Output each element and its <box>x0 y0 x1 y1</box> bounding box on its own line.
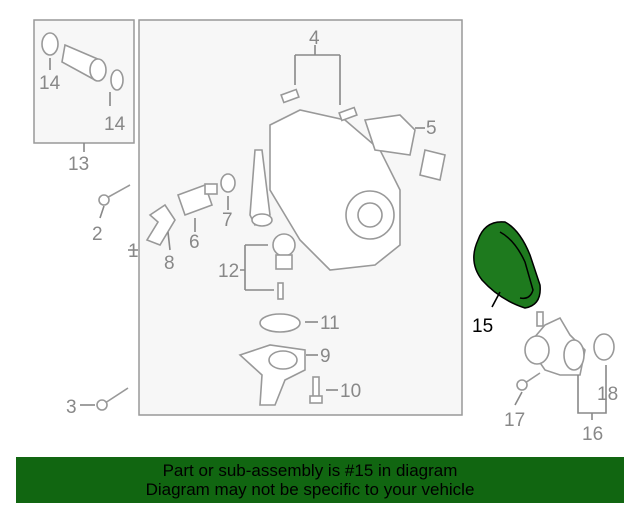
part-11-seal[interactable] <box>259 313 301 333</box>
part-4-pins[interactable] <box>280 88 358 122</box>
part-2-bolt[interactable] <box>98 184 131 206</box>
part-14-hose[interactable] <box>41 32 124 91</box>
label-1: 1 <box>128 241 139 262</box>
part-12-thermostat[interactable] <box>272 233 296 300</box>
label-2: 2 <box>92 224 103 245</box>
banner-line-1: Part or sub-assembly is #15 in diagram <box>162 461 458 480</box>
part-5-gasket[interactable] <box>363 114 446 181</box>
label-3: 3 <box>66 397 77 418</box>
label-16: 16 <box>582 424 603 445</box>
label-6: 6 <box>189 232 200 253</box>
label-14a: 14 <box>39 73 61 94</box>
banner-line-2: Diagram may not be specific to your vehi… <box>145 480 475 499</box>
part-18-oring[interactable] <box>593 333 615 361</box>
label-5: 5 <box>426 118 437 139</box>
part-9-flange[interactable] <box>238 344 306 406</box>
label-11: 11 <box>320 313 340 334</box>
label-10: 10 <box>340 381 361 402</box>
label-7: 7 <box>222 210 233 231</box>
diagram-notice-banner: Part or sub-assembly is #15 in diagram D… <box>16 457 624 503</box>
label-18: 18 <box>597 384 618 405</box>
part-16-coolant-flange[interactable] <box>524 311 586 376</box>
label-12: 12 <box>218 261 239 282</box>
part-water-pump-housing[interactable] <box>249 109 401 271</box>
label-8: 8 <box>164 253 175 274</box>
part-6-sensor[interactable] <box>176 183 218 217</box>
part-10-bolt[interactable] <box>309 376 323 404</box>
label-14b: 14 <box>104 114 126 135</box>
part-8-bracket[interactable] <box>145 203 176 246</box>
label-9: 9 <box>320 346 331 367</box>
label-15: 15 <box>472 316 493 337</box>
part-15-cover-highlighted[interactable] <box>473 221 541 309</box>
part-17-bolt[interactable] <box>516 372 541 391</box>
part-3-bolt[interactable] <box>96 387 129 411</box>
label-4: 4 <box>309 28 320 49</box>
label-13: 13 <box>68 154 89 175</box>
part-7-oring[interactable] <box>220 173 236 193</box>
label-17: 17 <box>504 410 525 431</box>
